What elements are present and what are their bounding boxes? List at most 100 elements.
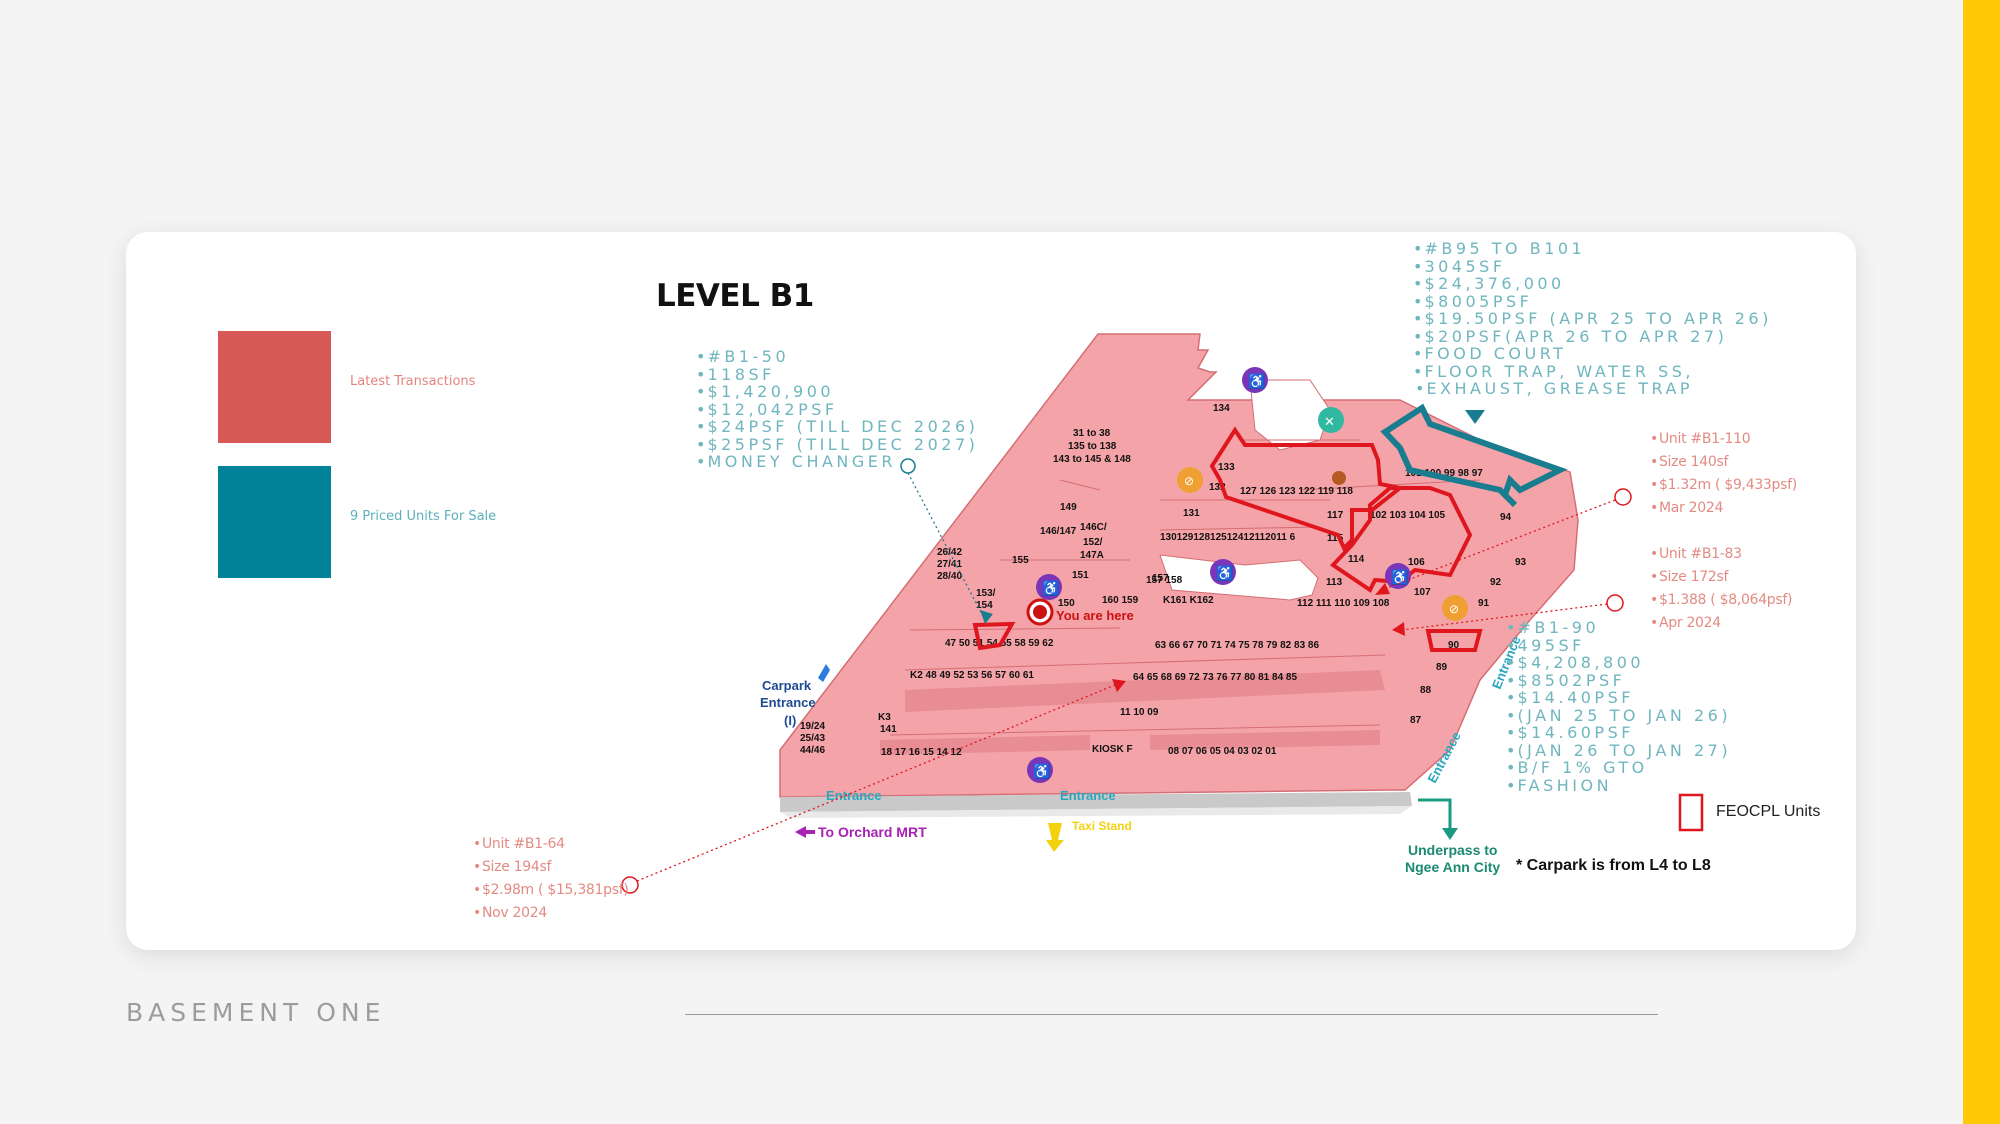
entrance-label-south: Entrance [1060,788,1116,803]
transaction-line: $2.98m ( $15,381psf) [473,879,629,902]
callout-line: #B95 TO B101 [1413,240,1772,258]
legend-label-latest-transactions: Latest Transactions [350,374,476,389]
svg-text:157: 157 [1152,573,1169,584]
svg-text:Carpark: Carpark [762,678,812,693]
callout-line: (JAN 25 TO JAN 26) [1506,706,1731,725]
svg-text:106: 106 [1408,557,1425,568]
svg-text:✕: ✕ [1324,414,1335,429]
svg-text:155: 155 [1012,555,1029,566]
shop-marker-icon [1332,471,1346,485]
toilet-icon: ♿ [1027,757,1053,783]
feocpl-legend-swatch [1678,793,1704,832]
svg-text:102 103 104 105: 102 103 104 105 [1370,510,1446,521]
svg-text:134: 134 [1213,403,1230,414]
callout-line: $24PSF (TILL DEC 2026) [696,418,978,436]
no-smoking-icon: ⊘ [1177,467,1203,493]
transaction-line: Unit #B1-83 [1650,543,1792,566]
svg-text:You are here: You are here [1056,608,1134,623]
priced-unit-callout-b1-90: #B1-90 495SF $4,208,800 $8502PSF $14.40P… [1506,619,1731,794]
svg-text:151: 151 [1072,570,1089,581]
you-are-here-marker: You are here [1026,598,1134,626]
svg-text:♿: ♿ [1033,763,1050,780]
callout-line: FLOOR TRAP, WATER SS, [1413,362,1772,381]
legend-swatch-latest-transactions [218,331,331,443]
svg-text:28/40: 28/40 [937,571,962,582]
svg-text:133: 133 [1218,462,1235,473]
section-label: BASEMENT ONE [126,998,386,1027]
svg-text:25/43: 25/43 [800,733,825,744]
priced-unit-callout-b95-b101: #B95 TO B101 3045SF $24,376,000 $8005PSF… [1413,240,1772,398]
transaction-pointer-b1-83 [1392,594,1624,636]
svg-text:11 10 09: 11 10 09 [1120,707,1159,718]
callout-line: 3045SF [1413,257,1772,276]
svg-text:♿: ♿ [1042,580,1059,597]
transaction-pointer-b1-110 [1375,488,1632,595]
svg-text:44/46: 44/46 [800,745,825,756]
transaction-line: Unit #B1-110 [1650,428,1797,451]
legend-swatch-priced-units [218,466,331,578]
callout-line: EXHAUST, GREASE TRAP [1413,380,1772,398]
carpark-entrance-label: Carpark Entrance (I) [760,678,816,728]
svg-text:88: 88 [1420,685,1432,696]
callout-line: B/F 1% GTO [1506,759,1731,777]
footer-divider [685,1014,1658,1015]
level-title: LEVEL B1 [656,278,814,314]
transaction-line: Mar 2024 [1650,497,1797,520]
callout-line: $14.40PSF [1506,689,1731,707]
svg-text:150: 150 [1058,598,1075,609]
svg-text:♿: ♿ [1216,565,1233,582]
svg-text:Taxi Stand: Taxi Stand [1072,819,1132,833]
callout-line: $1,420,900 [696,383,978,401]
svg-text:(I): (I) [784,713,796,728]
teal-callout-b95-pointer [1465,410,1485,424]
svg-text:146C/: 146C/ [1080,522,1107,533]
svg-text:157 158: 157 158 [1146,575,1183,586]
svg-text:94: 94 [1500,512,1512,523]
svg-text:146/147: 146/147 [1040,526,1077,537]
svg-text:87: 87 [1410,715,1422,726]
svg-text:114: 114 [1348,554,1365,565]
food-icon: ✕ [1318,407,1344,433]
svg-text:⊘: ⊘ [1449,602,1459,616]
svg-text:89: 89 [1436,662,1448,673]
transaction-unit-outlines [972,426,1483,652]
transaction-line: Apr 2024 [1650,612,1792,635]
transaction-line: $1.32m ( $9,433psf) [1650,474,1797,497]
svg-text:26/42: 26/42 [937,547,962,558]
no-smoking-icon: ⊘ [1442,595,1468,621]
svg-text:⊘: ⊘ [1184,474,1194,488]
svg-text:131: 131 [1183,508,1200,519]
svg-text:K2 48 49 52 53 56 57 60 61: K2 48 49 52 53 56 57 60 61 [910,670,1034,681]
feocpl-legend-label: FEOCPL Units [1716,803,1820,820]
svg-text:19/24: 19/24 [800,721,825,732]
svg-text:93: 93 [1515,557,1527,568]
transaction-line: Size 172sf [1650,566,1792,589]
toilet-icon: ♿ [1385,563,1411,589]
toilet-icon: ♿ [1036,574,1062,600]
toilet-icon: ♿ [1210,559,1236,585]
transaction-line: $1.388 ( $8,064psf) [1650,589,1793,612]
callout-line: $14.60PSF [1506,724,1731,742]
transaction-line: Nov 2024 [473,902,629,925]
entrance-label-west: Entrance [826,788,882,803]
svg-text:127 126 123 122 119 118: 127 126 123 122 119 118 [1240,486,1353,497]
svg-text:92: 92 [1490,577,1502,588]
transaction-callout-b1-83: Unit #B1-83 Size 172sf $1.388 ( $8,064ps… [1650,543,1793,635]
callout-line: $4,208,800 [1506,654,1731,672]
svg-text:147A: 147A [1080,550,1104,561]
svg-text:K161 K162: K161 K162 [1163,595,1214,606]
transaction-callout-b1-64: Unit #B1-64 Size 194sf $2.98m ( $15,381p… [473,833,629,925]
svg-text:132: 132 [1209,482,1226,493]
callout-line: 495SF [1506,636,1731,655]
carpark-entrance-arrow [818,664,830,682]
callout-line: $24,376,000 [1413,275,1772,293]
svg-text:K3: K3 [878,712,891,723]
callout-line: FOOD COURT [1413,345,1772,363]
building-footprint [779,333,1579,818]
callout-line: $20PSF(APR 26 TO APR 27) [1413,327,1772,346]
unit-b1-90-outline [1425,629,1483,652]
svg-text:Ngee Ann City: Ngee Ann City [1405,859,1500,875]
callout-line: #B1-90 [1506,619,1731,637]
